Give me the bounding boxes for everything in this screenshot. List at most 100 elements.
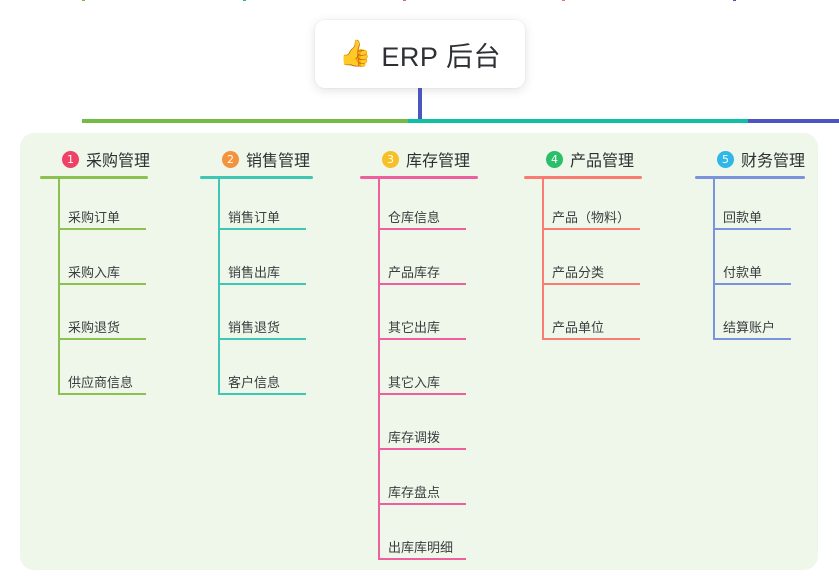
- leaf-node-rule: [378, 283, 466, 285]
- leaf-node-label: 销售订单: [228, 210, 281, 225]
- leaf-node-rule: [713, 338, 791, 340]
- leaf-node-rule: [542, 338, 640, 340]
- leaf-node-label: 出库库明细: [388, 540, 454, 555]
- column-number-badge: 3: [382, 150, 399, 168]
- column-number-badge: 1: [62, 150, 79, 168]
- thumbs-up-icon: 👍: [339, 39, 372, 69]
- leaf-node[interactable]: 库存盘点: [378, 483, 466, 505]
- leaf-node[interactable]: 仓库信息: [378, 208, 466, 230]
- leaf-node[interactable]: 销售订单: [218, 208, 306, 230]
- leaf-node-rule: [542, 283, 640, 285]
- column-header-rule: [360, 176, 478, 179]
- leaf-node[interactable]: 其它出库: [378, 318, 466, 340]
- leaf-node-rule: [58, 393, 146, 395]
- leaf-node[interactable]: 产品库存: [378, 263, 466, 285]
- leaf-node-label: 销售退货: [228, 320, 281, 335]
- leaf-node-label: 客户信息: [228, 375, 281, 390]
- column-header-财务管理[interactable]: 5 财务管理: [695, 139, 805, 179]
- leaf-node-label: 付款单: [723, 265, 763, 280]
- bus-segment-blue: [748, 119, 839, 123]
- leaf-node-label: 产品分类: [552, 265, 605, 280]
- content-panel: [20, 133, 818, 570]
- column-title: 产品管理: [570, 153, 635, 170]
- column-stub-connector: [243, 0, 246, 1]
- leaf-node[interactable]: 结算账户: [713, 318, 791, 340]
- column-header-库存管理[interactable]: 3 库存管理: [360, 139, 478, 179]
- leaf-node[interactable]: 客户信息: [218, 373, 306, 395]
- column-spine-connector: [542, 179, 544, 340]
- column-spine-connector: [713, 179, 715, 340]
- bus-segment-teal: [408, 119, 750, 123]
- leaf-node-label: 仓库信息: [388, 210, 441, 225]
- column-spine-connector: [378, 179, 380, 560]
- leaf-node[interactable]: 采购入库: [58, 263, 146, 285]
- column-number-badge: 2: [222, 150, 239, 168]
- leaf-node-rule: [58, 338, 146, 340]
- leaf-node-rule: [378, 228, 466, 230]
- leaf-node-label: 产品库存: [388, 265, 441, 280]
- column-number-badge: 4: [546, 150, 563, 168]
- leaf-node[interactable]: 出库库明细: [378, 538, 466, 560]
- leaf-node-rule: [713, 228, 791, 230]
- column-title: 销售管理: [246, 153, 311, 170]
- leaf-node-rule: [58, 228, 146, 230]
- column-stub-connector: [733, 0, 736, 1]
- root-node-title: ERP 后台: [381, 41, 501, 72]
- leaf-node-label: 结算账户: [723, 320, 776, 335]
- leaf-node-rule: [218, 338, 306, 340]
- column-stub-connector: [82, 0, 85, 1]
- column-header-rule: [40, 176, 148, 179]
- column-stub-connector: [562, 0, 565, 1]
- leaf-node-label: 采购退货: [68, 320, 121, 335]
- leaf-node-rule: [218, 283, 306, 285]
- leaf-node-label: 其它出库: [388, 320, 441, 335]
- leaf-node-rule: [218, 393, 306, 395]
- leaf-node-label: 产品（物料）: [552, 210, 631, 225]
- column-spine-connector: [58, 179, 60, 395]
- leaf-node-rule: [713, 283, 791, 285]
- column-number-badge: 5: [717, 150, 734, 168]
- leaf-node[interactable]: 回款单: [713, 208, 791, 230]
- leaf-node[interactable]: 产品单位: [542, 318, 640, 340]
- leaf-node-rule: [378, 558, 466, 560]
- column-title: 采购管理: [86, 153, 151, 170]
- leaf-node[interactable]: 其它入库: [378, 373, 466, 395]
- leaf-node-label: 其它入库: [388, 375, 441, 390]
- leaf-node[interactable]: 销售出库: [218, 263, 306, 285]
- column-title: 财务管理: [741, 153, 806, 170]
- leaf-node[interactable]: 采购退货: [58, 318, 146, 340]
- root-stem-connector: [418, 88, 422, 122]
- leaf-node[interactable]: 供应商信息: [58, 373, 146, 395]
- leaf-node-label: 回款单: [723, 210, 763, 225]
- leaf-node[interactable]: 销售退货: [218, 318, 306, 340]
- leaf-node-label: 产品单位: [552, 320, 605, 335]
- leaf-node-label: 供应商信息: [68, 375, 134, 390]
- leaf-node-label: 销售出库: [228, 265, 281, 280]
- bus-segment-green: [82, 119, 410, 123]
- leaf-node-rule: [542, 228, 640, 230]
- leaf-node[interactable]: 付款单: [713, 263, 791, 285]
- column-spine-connector: [218, 179, 220, 395]
- leaf-node[interactable]: 产品（物料）: [542, 208, 640, 230]
- column-header-销售管理[interactable]: 2 销售管理: [200, 139, 313, 179]
- leaf-node-label: 库存调拨: [388, 430, 441, 445]
- root-node[interactable]: 👍 ERP 后台: [315, 20, 525, 88]
- leaf-node-label: 采购入库: [68, 265, 121, 280]
- leaf-node-label: 库存盘点: [388, 485, 441, 500]
- leaf-node-rule: [378, 338, 466, 340]
- column-header-产品管理[interactable]: 4 产品管理: [524, 139, 642, 179]
- column-title: 库存管理: [406, 153, 471, 170]
- leaf-node[interactable]: 采购订单: [58, 208, 146, 230]
- leaf-node-rule: [378, 448, 466, 450]
- leaf-node[interactable]: 产品分类: [542, 263, 640, 285]
- leaf-node-rule: [378, 393, 466, 395]
- leaf-node-rule: [378, 503, 466, 505]
- column-header-rule: [524, 176, 642, 179]
- leaf-node[interactable]: 库存调拨: [378, 428, 466, 450]
- leaf-node-rule: [58, 283, 146, 285]
- column-header-rule: [200, 176, 313, 179]
- leaf-node-rule: [218, 228, 306, 230]
- column-header-采购管理[interactable]: 1 采购管理: [40, 139, 151, 179]
- column-stub-connector: [403, 0, 406, 1]
